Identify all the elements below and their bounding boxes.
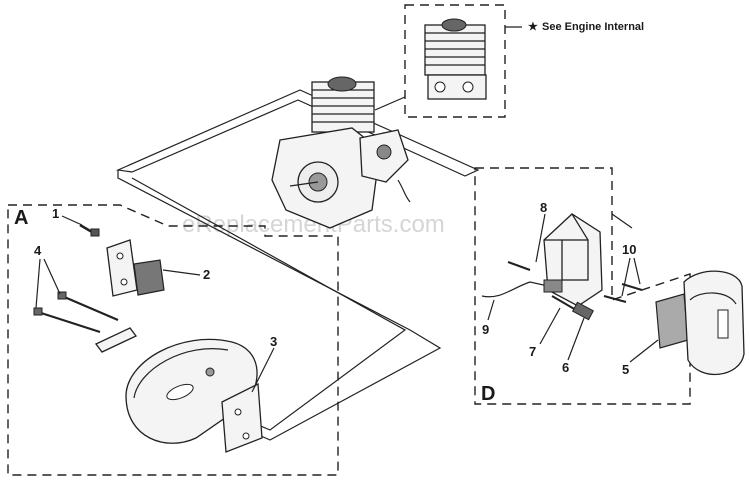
leader-4b (35, 258, 41, 309)
callout-10: 10 (622, 242, 636, 257)
leader-7 (539, 307, 561, 345)
air-filter-5 (655, 270, 745, 375)
screws-10 (603, 283, 643, 303)
callout-3: 3 (270, 334, 277, 349)
screw-1 (79, 223, 100, 237)
leader-8 (535, 213, 546, 263)
wire-9 (481, 279, 563, 298)
engine-assembly (271, 76, 411, 229)
engine-internal-box (404, 4, 506, 118)
leader-10b (633, 257, 641, 285)
screw-8 (507, 261, 531, 271)
leader-2 (162, 269, 201, 276)
connector-6 (572, 301, 594, 321)
detail-leader (374, 96, 406, 111)
muffler-bracket (95, 327, 137, 353)
note-star: ★ (528, 21, 538, 33)
leader-4a (43, 258, 61, 295)
callout-1: 1 (52, 206, 59, 221)
section-a-label: A (14, 207, 28, 229)
connector-line (611, 213, 633, 229)
leader-6 (567, 317, 585, 361)
leader-1 (61, 215, 83, 226)
callout-6: 6 (562, 360, 569, 375)
section-d-label: D (481, 383, 495, 405)
plate-3 (221, 382, 263, 453)
callout-4: 4 (34, 243, 42, 258)
section-a-box (7, 204, 339, 476)
wire-7 (551, 295, 577, 311)
bolts-4 (33, 291, 119, 334)
callout-2: 2 (203, 267, 210, 282)
section-d-box (474, 167, 691, 405)
leader-10a (621, 257, 631, 297)
cylinder-detail (424, 18, 487, 100)
leader-5 (629, 339, 659, 363)
callout-9: 9 (482, 322, 489, 337)
callout-8: 8 (540, 200, 547, 215)
callout-7: 7 (529, 344, 536, 359)
leader-9 (487, 299, 495, 321)
leader-3 (251, 347, 275, 393)
callout-5: 5 (622, 362, 629, 377)
spark-screen-2 (106, 239, 165, 297)
note-text: See Engine Internal (542, 21, 644, 33)
